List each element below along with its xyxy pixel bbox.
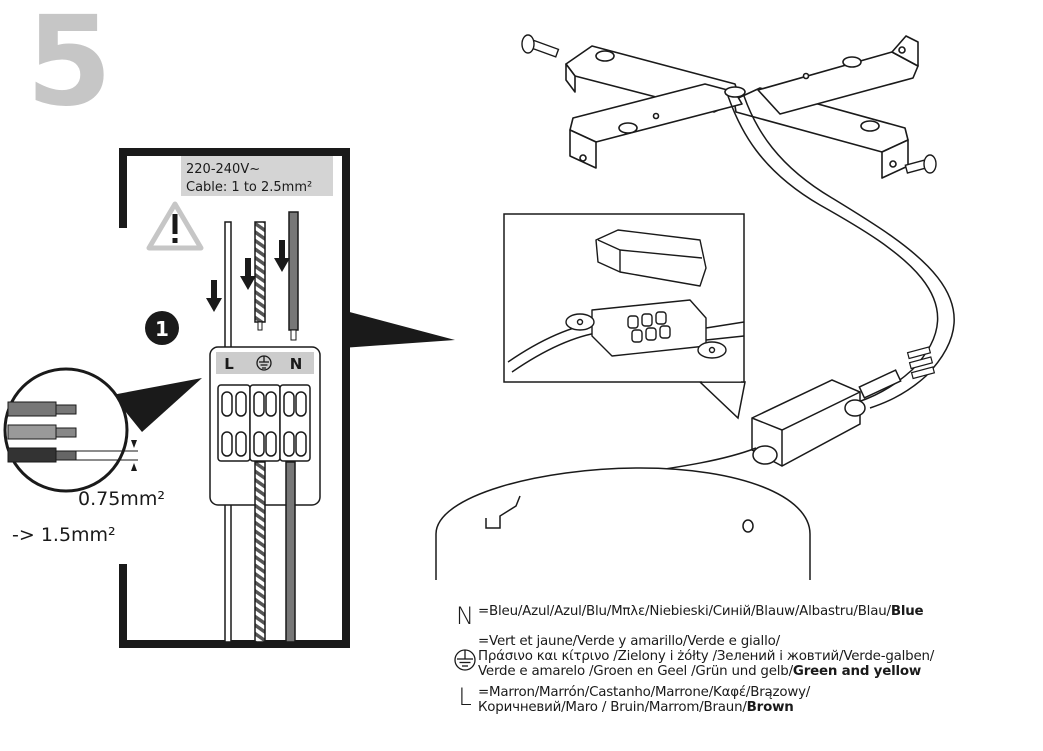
- screw-icon: [904, 154, 937, 174]
- legend-text-earth: =Vert et jaune/Verde y amarillo/Verde e …: [478, 634, 934, 679]
- terminal-label-neutral: N: [290, 355, 303, 373]
- legend-earth-line-1: =Vert et jaune/Verde y amarillo/Verde e …: [478, 634, 780, 649]
- legend-neutral-line-1: =Bleu/Azul/Azul/Blu/Μπλε/Niebieski/Синій…: [478, 604, 891, 619]
- callout-badge: [145, 311, 179, 345]
- legend-symbol-neutral: N: [456, 602, 474, 630]
- legend-symbol-live: L: [458, 683, 472, 711]
- lamp-body: [435, 467, 811, 582]
- wiring-frame: [119, 148, 350, 648]
- callout-pointer: [342, 310, 455, 348]
- step-number: 5: [26, 0, 112, 134]
- junction-box: [751, 369, 902, 467]
- insert-arrows: [206, 240, 290, 312]
- legend-row-neutral: N =Bleu/Azul/Azul/Blu/Μπλε/Niebieski/Син…: [452, 604, 1042, 628]
- legend-earth-line-3: Verde e amarelo /Groen en Geel /Grün und…: [478, 664, 793, 679]
- wire-size-min: 0.75mm²: [78, 488, 165, 510]
- screw-icon: [521, 34, 560, 58]
- legend-live-english: Brown: [746, 700, 794, 715]
- wire-gauge-detail: [3, 367, 202, 493]
- lamp-body-cut: [430, 580, 820, 586]
- callout-number: 1: [155, 317, 169, 341]
- wire-size-max: -> 1.5mm²: [12, 524, 116, 546]
- earth-icon: [454, 649, 476, 671]
- outgoing-wires: [254, 461, 296, 643]
- voltage-label: 220-240V~: [186, 162, 260, 177]
- legend-text-live: =Marron/Marrón/Castanho/Marrone/Καφέ/Brą…: [478, 685, 810, 715]
- earth-terminal-icon: [256, 355, 272, 371]
- wire-color-legend: N =Bleu/Azul/Azul/Blu/Μπλε/Niebieski/Син…: [452, 604, 1042, 721]
- legend-live-line-2: Коричневий/Maro / Bruin/Marrom/Braun/: [478, 700, 747, 715]
- cable-spec-box: [181, 156, 333, 196]
- terminal-label-live: L: [224, 355, 234, 373]
- cable-end-wires: [906, 346, 936, 380]
- legend-live-line-1: =Marron/Marrón/Castanho/Marrone/Καφέ/Brą…: [478, 685, 811, 700]
- mounting-bracket: [565, 35, 919, 179]
- legend-row-live: L =Marron/Marrón/Castanho/Marrone/Καφέ/B…: [452, 685, 1042, 715]
- legend-row-earth: =Vert et jaune/Verde y amarillo/Verde e …: [452, 634, 1042, 679]
- legend-earth-line-2: Πράσινο και κίτρινο /Zielony i żółty /Зе…: [478, 649, 935, 664]
- warning-icon: [146, 201, 204, 251]
- junction-inset: [503, 213, 746, 420]
- legend-text-neutral: =Bleu/Azul/Azul/Blu/Μπλε/Niebieski/Синій…: [478, 604, 924, 619]
- legend-symbol-earth: [452, 634, 478, 672]
- cable-label: Cable: 1 to 2.5mm²: [186, 180, 312, 195]
- legend-earth-english: Green and yellow: [792, 664, 922, 679]
- legend-neutral-english: Blue: [890, 604, 924, 619]
